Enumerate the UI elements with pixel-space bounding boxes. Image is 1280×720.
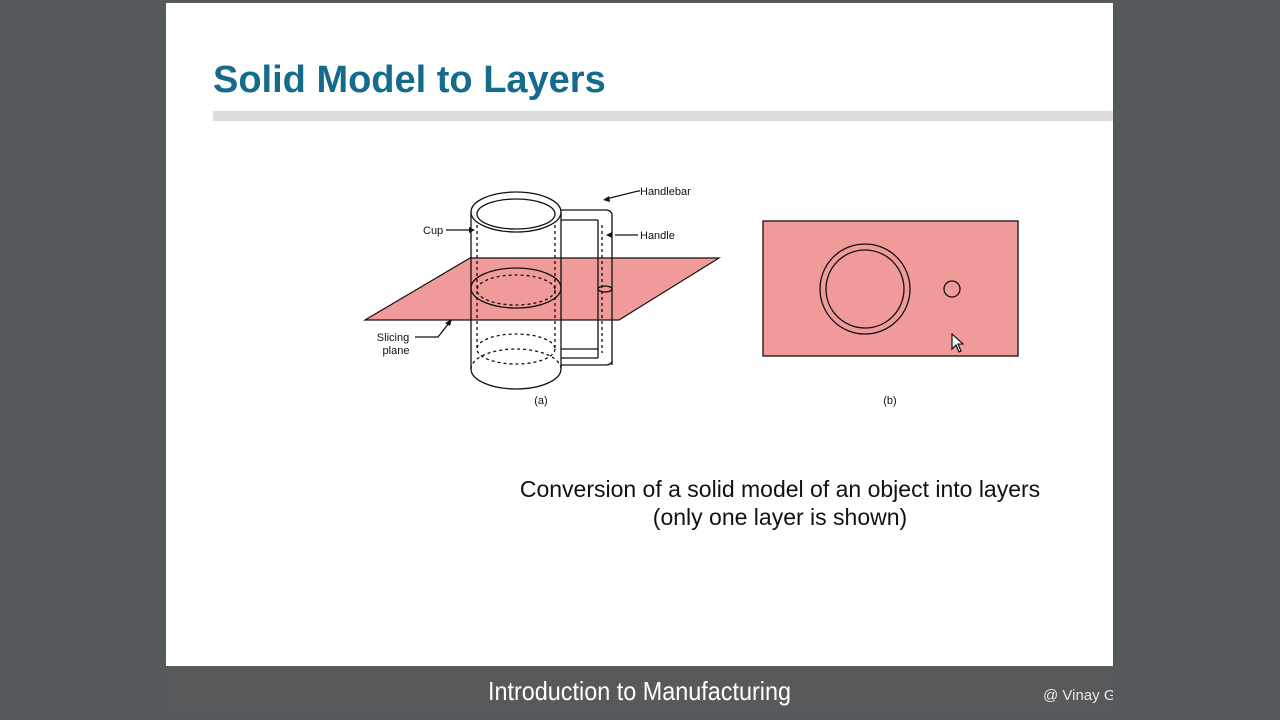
label-slicing-plane-line1: Slicing (377, 332, 409, 344)
slide-caption: Conversion of a solid model of an object… (436, 475, 1113, 531)
footer-title: Introduction to Manufacturing (487, 676, 792, 706)
footer-credit: @ Vinay G (1043, 687, 1113, 704)
label-handle: Handle (640, 230, 675, 242)
mouse-pointer-icon (951, 333, 965, 353)
slide: Solid Model to Layers (166, 3, 1113, 666)
slide-title: Solid Model to Layers (213, 59, 606, 101)
handle-section (943, 280, 961, 298)
footer-bar: Introduction to Manufacturing @ Vinay G (166, 666, 1113, 716)
cup-wall-inner (825, 249, 905, 329)
figure: Handlebar Cup Handle Slicing plane (a) (… (362, 186, 1019, 407)
layer-slice-rect (762, 220, 1019, 357)
label-cup: Cup (423, 225, 443, 237)
caption-line-2: (only one layer is shown) (652, 504, 908, 530)
label-handlebar: Handlebar (640, 186, 691, 198)
label-panel-a: (a) (534, 395, 547, 407)
cup-wall-outer (819, 243, 911, 335)
slicing-plane (362, 257, 722, 321)
label-slicing-plane-line2: plane (383, 345, 410, 357)
caption-line-1: Conversion of a solid model of an object… (519, 476, 1041, 502)
panel-a-illustration (362, 190, 722, 390)
leader-arrowheads (445, 196, 612, 326)
title-divider (213, 111, 1113, 121)
panel-b-layer (762, 220, 1019, 357)
label-panel-b: (b) (883, 395, 896, 407)
